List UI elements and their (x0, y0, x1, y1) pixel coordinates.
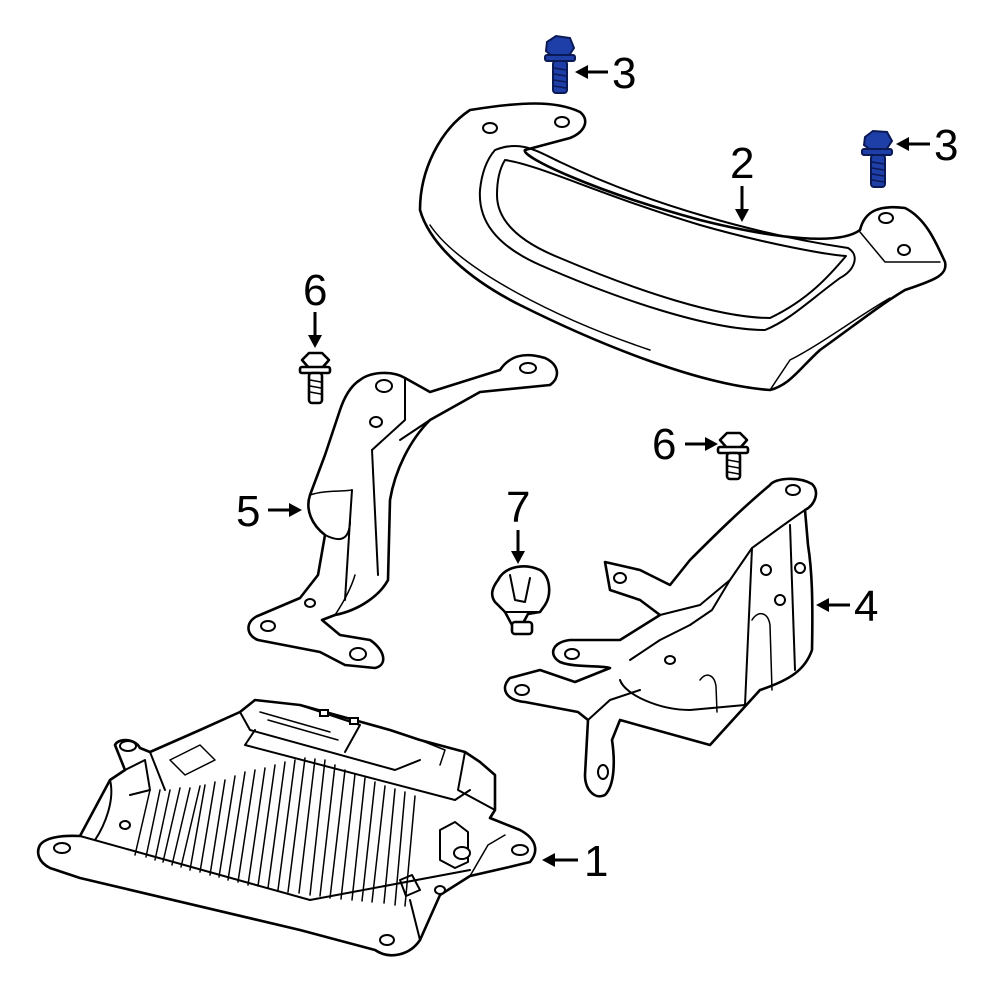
callout-1: 1 (584, 837, 608, 886)
callout-arrows (268, 65, 930, 867)
callout-6-left: 6 (303, 266, 327, 315)
callout-2: 2 (730, 139, 754, 188)
callout-4: 4 (854, 582, 878, 631)
callout-3-right: 3 (934, 121, 958, 170)
part-7-clip[interactable] (490, 565, 551, 636)
part-6-bolt-right[interactable] (716, 431, 750, 481)
callout-labels: 3 3 2 6 6 5 7 4 1 (236, 49, 958, 886)
part-1-control-module[interactable] (36, 698, 537, 957)
callout-7: 7 (506, 483, 530, 532)
part-3-bolt-right[interactable] (861, 129, 894, 188)
part-3-bolt-left[interactable] (544, 34, 576, 94)
callout-5: 5 (236, 487, 260, 536)
callout-3-left: 3 (612, 49, 636, 98)
part-2-cover-shield[interactable] (418, 102, 947, 392)
part-6-bolt-left[interactable] (298, 351, 332, 405)
part-5-bracket-left[interactable] (247, 353, 559, 670)
part-4-bracket-right[interactable] (503, 477, 818, 798)
callout-6-right: 6 (652, 420, 676, 469)
